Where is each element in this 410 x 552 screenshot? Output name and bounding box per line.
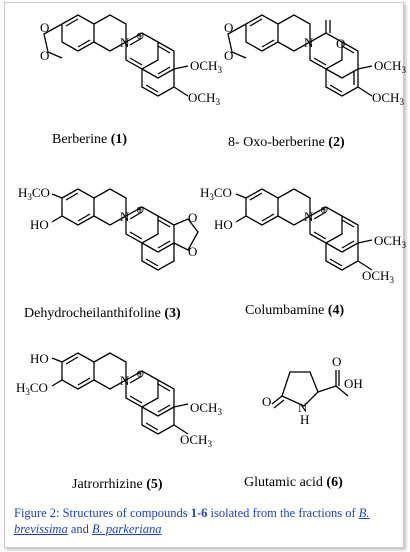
caption-species2: B. parkeriana [92, 522, 162, 536]
columbamine-h3co: H3CO [200, 185, 232, 202]
oxoberberine-o1: O [224, 20, 233, 35]
jatrorrhizine-charge: ⊕ [136, 369, 144, 380]
oxoberberine-ome2: OCH3 [372, 90, 404, 107]
structure-dehydrocheilanthifoline [51, 188, 199, 271]
structure-glutamic-acid [271, 370, 349, 409]
columbamine-ho: HO [214, 217, 233, 232]
structure-columbamine [235, 188, 373, 271]
berberine-label: Berberine (1) [52, 132, 127, 147]
berberine-charge: ⊕ [136, 31, 144, 42]
structure-berberine [43, 14, 189, 97]
glutamic-label: Glutamic acid (6) [244, 475, 343, 490]
glutamic-oh: OH [344, 376, 363, 391]
oxoberberine-n: N [304, 35, 314, 50]
figure-caption: Figure 2: Structures of compounds 1-6 is… [14, 505, 398, 537]
columbamine-charge: ⊕ [320, 205, 328, 216]
jatrorrhizine-n: N [120, 373, 130, 388]
dehydro-charge: ⊕ [136, 205, 144, 216]
berberine-n: N [120, 35, 130, 50]
caption-range: 1-6 [190, 506, 208, 520]
columbamine-n: N [304, 209, 314, 224]
dehydro-h3co: H3CO [18, 185, 50, 202]
columbamine-ome2: OCH3 [362, 268, 394, 285]
columbamine-ome1: OCH3 [374, 233, 406, 250]
dehydro-ho: HO [30, 217, 49, 232]
caption-prefix: Figure 2: Structures of compounds [14, 506, 191, 520]
oxoberberine-o2: O [224, 48, 233, 63]
dehydro-o1: O [188, 210, 197, 225]
oxoberberine-carbonyl-o: O [336, 36, 345, 51]
structure-jatrorrhizine [51, 352, 189, 435]
dehydro-label: Dehydrocheilanthifoline (3) [24, 306, 181, 321]
jatrorrhizine-ome2: OCH3 [180, 432, 212, 449]
jatrorrhizine-ho: HO [30, 351, 49, 366]
caption-species1: B. brevissima [14, 506, 370, 536]
glutamic-n: N [298, 400, 308, 415]
glutamic-carbonyl-o: O [332, 354, 341, 369]
berberine-o1: O [40, 20, 49, 35]
oxoberberine-ome1: OCH3 [374, 58, 406, 75]
dehydro-o2: O [188, 244, 197, 259]
glutamic-h: H [300, 412, 309, 427]
jatrorrhizine-h3co: H3CO [16, 380, 48, 397]
jatrorrhizine-ome1: OCH3 [190, 400, 222, 417]
glutamic-o: O [262, 394, 271, 409]
caption-and: and [67, 522, 93, 536]
columbamine-label: Columbamine (4) [245, 303, 344, 318]
berberine-o2: O [40, 48, 49, 63]
berberine-ome1: OCH3 [190, 58, 222, 75]
caption-mid: isolated from the fractions of [207, 506, 359, 520]
structure-oxoberberine [227, 14, 373, 97]
jatrorrhizine-label: Jatrorrhizine (5) [72, 477, 163, 492]
oxoberberine-label: 8- Oxo-berberine (2) [228, 135, 345, 150]
dehydro-n: N [120, 209, 130, 224]
berberine-ome2: OCH3 [188, 90, 220, 107]
